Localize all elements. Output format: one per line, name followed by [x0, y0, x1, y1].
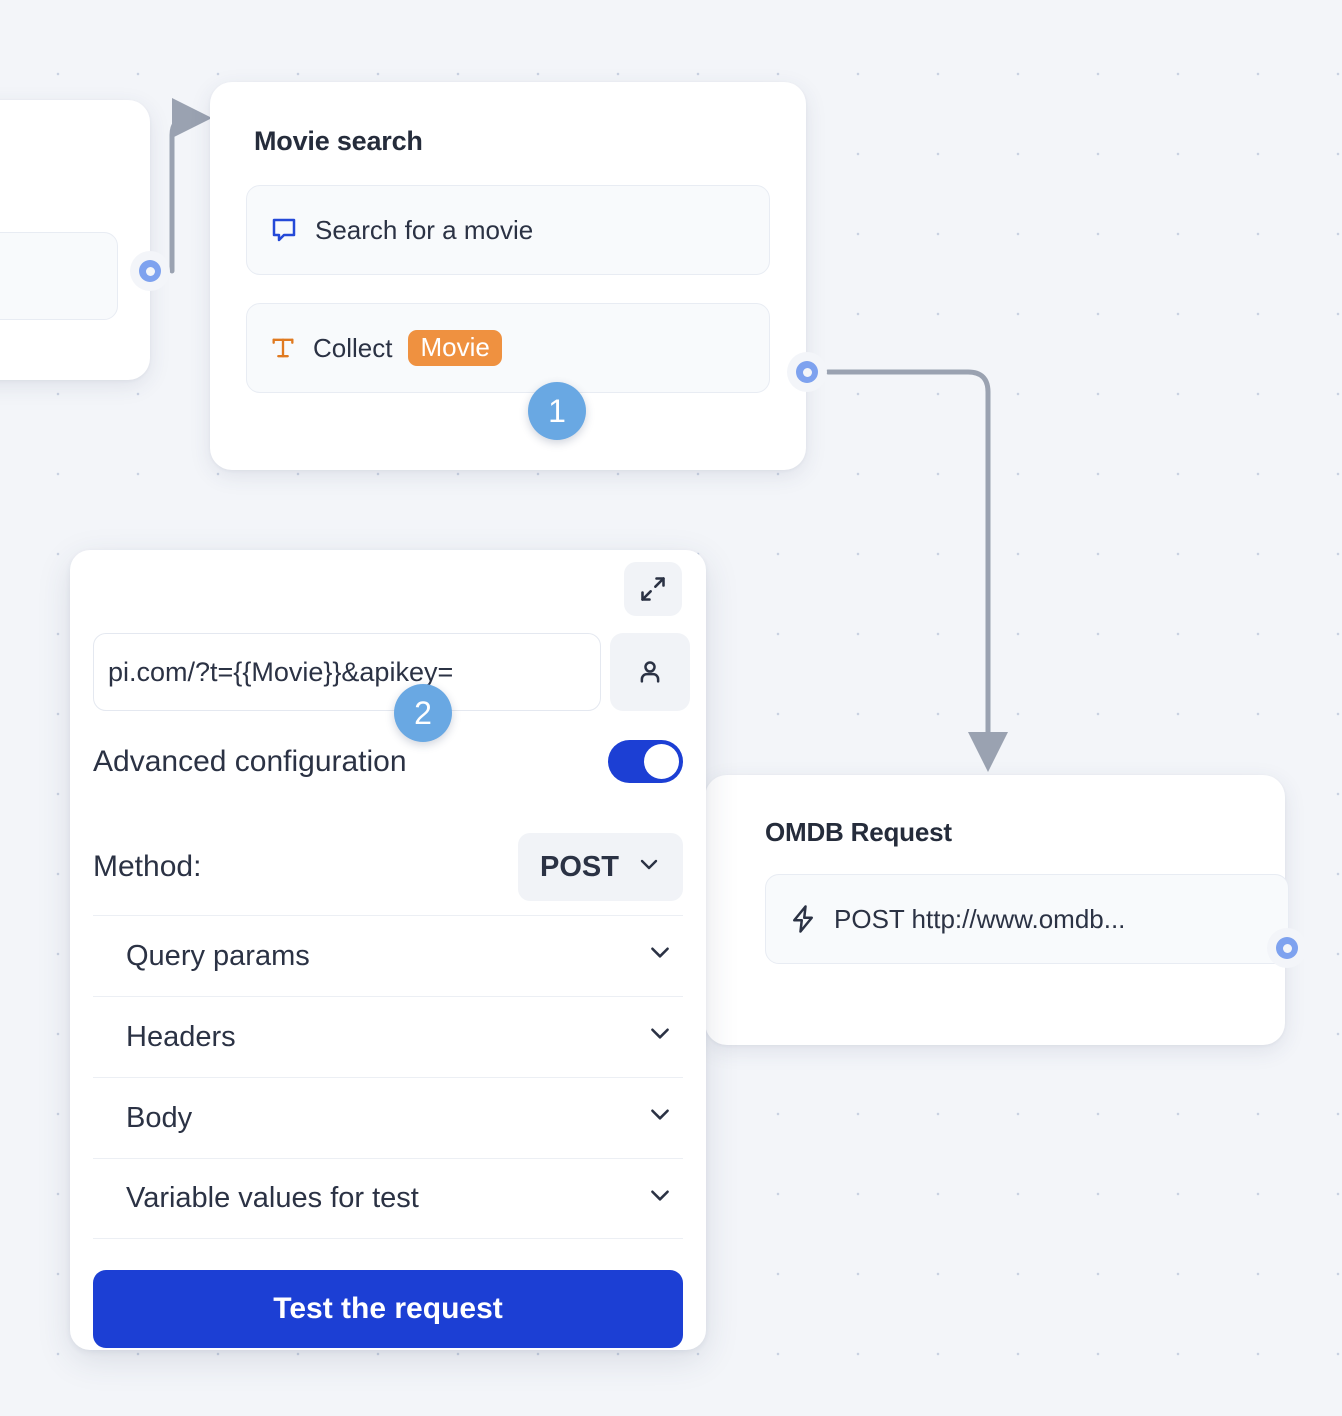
method-select-value: POST	[540, 850, 619, 883]
omdb-request-item-post-label: POST http://www.omdb...	[834, 903, 1126, 934]
chevron-down-icon	[647, 1182, 673, 1216]
movie-search-item-search-label: Search for a movie	[315, 214, 534, 245]
url-row: pi.com/?t={{Movie}}&apikey=	[93, 633, 690, 711]
section-query-params-label: Query params	[126, 939, 310, 972]
trigger-node-item[interactable]	[0, 232, 118, 320]
test-the-request-button[interactable]: Test the request	[93, 1270, 683, 1348]
movie-search-variable-chip[interactable]: Movie	[408, 330, 502, 366]
trigger-node-output-port[interactable]	[133, 254, 167, 288]
section-variable-values-for-test-label: Variable values for test	[126, 1182, 419, 1214]
section-headers-label: Headers	[126, 1020, 236, 1053]
advanced-configuration-toggle[interactable]	[608, 740, 683, 783]
trigger-node[interactable]	[0, 100, 150, 380]
lightning-bolt-icon	[788, 904, 818, 934]
movie-search-node[interactable]: Movie search Search for a movie Collect	[210, 82, 806, 470]
section-body-label: Body	[126, 1101, 193, 1134]
movie-search-item-collect[interactable]: Collect Movie	[246, 303, 770, 393]
section-variable-values-for-test[interactable]: Variable values for test	[93, 1158, 683, 1239]
person-icon[interactable]	[610, 633, 690, 711]
section-headers[interactable]: Headers	[93, 996, 683, 1077]
chevron-down-icon	[647, 1101, 673, 1135]
step-badge-2: 2	[394, 684, 452, 742]
movie-search-item-collect-label: Collect	[313, 332, 393, 363]
request-url-input[interactable]: pi.com/?t={{Movie}}&apikey=	[93, 633, 601, 711]
method-row: Method: POST	[93, 833, 683, 901]
config-sections-list: Query params Headers Body	[93, 915, 683, 1239]
movie-search-node-output-port[interactable]	[790, 355, 824, 389]
step-badge-1: 1	[528, 382, 586, 440]
advanced-configuration-label: Advanced configuration	[93, 744, 407, 778]
edge-movie-to-omdb	[825, 369, 1008, 772]
request-config-panel[interactable]: pi.com/?t={{Movie}}&apikey= Advanced con…	[70, 550, 706, 1350]
chat-bubble-icon	[269, 215, 299, 245]
movie-search-item-search[interactable]: Search for a movie	[246, 185, 770, 275]
omdb-request-node-output-port[interactable]	[1270, 931, 1304, 965]
omdb-request-item-post[interactable]: POST http://www.omdb...	[765, 874, 1289, 964]
omdb-request-node[interactable]: OMDB Request POST http://www.omdb...	[705, 775, 1289, 1045]
text-input-icon	[269, 334, 297, 362]
method-label: Method:	[93, 850, 202, 883]
section-query-params[interactable]: Query params	[93, 915, 683, 996]
method-select[interactable]: POST	[518, 833, 683, 901]
movie-search-node-title: Movie search	[254, 126, 423, 156]
chevron-down-icon	[647, 1020, 673, 1054]
section-body[interactable]: Body	[93, 1077, 683, 1158]
chevron-down-icon	[637, 851, 661, 884]
edge-trigger-to-movie	[169, 98, 212, 274]
expand-icon[interactable]	[624, 562, 682, 616]
chevron-down-icon	[647, 939, 673, 973]
advanced-configuration-row: Advanced configuration	[93, 740, 683, 783]
omdb-request-node-title: OMDB Request	[765, 817, 952, 847]
request-url-value: pi.com/?t={{Movie}}&apikey=	[108, 656, 454, 687]
